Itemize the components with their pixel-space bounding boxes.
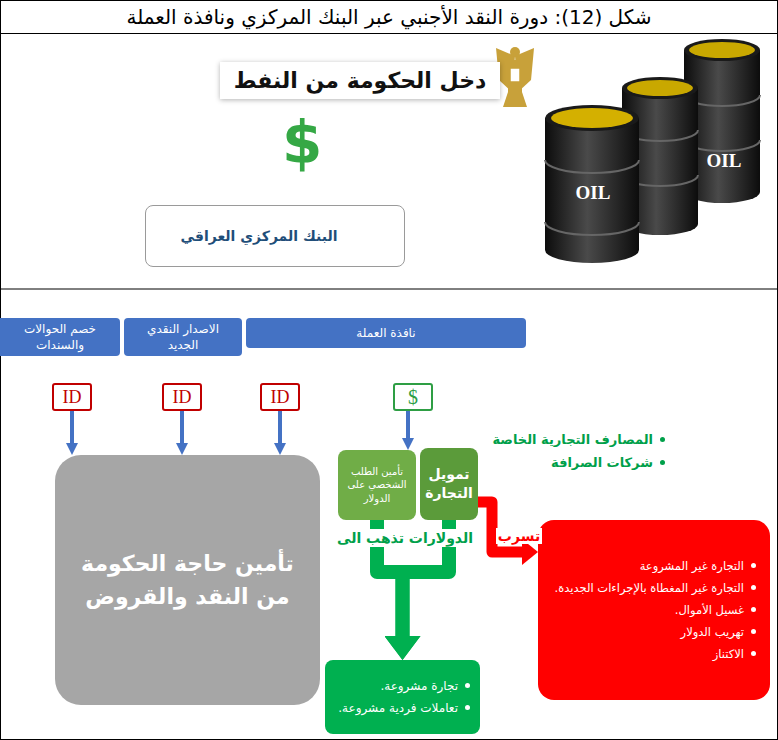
bullet-row: التجارة غير المشروعة [552,559,756,573]
bullet-dot [751,607,756,612]
bullet-row: تعاملات فردية مشروعة. [335,701,470,715]
bullet-note: شركات الصرافة [551,455,665,470]
bullet-row: تجارة مشروعة. [335,679,470,693]
node-text: دخل الحكومة من النفط [234,68,487,93]
currency-box: ID [52,383,92,411]
flow-arrow [278,411,282,443]
legit-box: تجارة مشروعة. تعاملات فردية مشروعة. [325,660,480,734]
oil-barrel [545,105,639,263]
bullet-dot [751,629,756,634]
flow-arrow [180,411,184,443]
channel-bar: خصم الحوالات والسندات [0,318,120,356]
flow-arrow [406,411,410,438]
node-text: خصم الحوالات والسندات [6,321,114,353]
node-text: ID [164,387,200,408]
bullet-row: التجارة غير المغطاة بالإجراءات الجديدة. [552,581,756,595]
node-text: تأمين حاجة الحكومة من النقد والقروض [69,547,306,613]
bullet-text: التجارة غير المغطاة بالإجراءات الجديدة. [555,581,744,595]
trade-box: تمويل التجارة [420,448,478,520]
bullet-dot [751,563,756,568]
bullet-text: تهريب الدولار [681,625,744,639]
emblem [496,47,534,107]
government-box: تأمين حاجة الحكومة من النقد والقروض [55,455,320,705]
bullet-text: غسيل الأموال. [675,603,744,617]
node-text: $ [395,386,431,409]
bullet-dot [660,460,665,465]
bullet-text: التجارة غير المشروعة [640,559,744,573]
flow-note: الدولارات تذهب الى [333,529,477,547]
bullet-text: الاكتناز [713,647,744,661]
dollar-symbol: $ [282,114,322,172]
bullet-note: المصارف التجارية الخاصة [492,432,665,447]
channel-bar: نافذة العملة [246,318,526,348]
bullet-row: تهريب الدولار [552,625,756,639]
barrel-label: OIL [707,150,742,172]
currency-box: $ [393,383,433,411]
node-text: ID [54,387,90,408]
separator-line [0,289,778,290]
node-text: تأمين الطلب الشخصي على الدولار [342,465,412,506]
bullet-text: تعاملات فردية مشروعة. [338,701,458,715]
bullet-row: الاكتناز [552,647,756,661]
currency-box: ID [162,383,202,411]
edge-label: تسرب [496,528,542,544]
leak-box: التجارة غير المشروعة التجارة غير المغطاة … [538,520,770,700]
bullet-dot [751,585,756,590]
bullet-text: تجارة مشروعة. [380,679,458,693]
source-box: دخل الحكومة من النفط [220,62,501,99]
bullet-dot [465,683,470,688]
bullet-dot [660,437,665,442]
demand-box: تأمين الطلب الشخصي على الدولار [338,450,416,520]
currency-box: ID [260,383,300,411]
flow-arrow [70,411,74,443]
bullet-dot [751,651,756,656]
figure-title: شكل (12): دورة النقد الأجنبي عبر البنك ا… [0,0,778,34]
label-text: شركات الصرافة [551,455,653,470]
bank-box: البنك المركزي العراقي [145,205,405,267]
channel-bar: الاصدار النقدي الجديد [124,318,242,356]
barrel-label: OIL [576,182,611,204]
node-text: تمويل التجارة [423,465,475,503]
node-text: الاصدار النقدي الجديد [130,321,236,353]
label-text: المصارف التجارية الخاصة [492,432,653,447]
bullet-dot [465,705,470,710]
node-text: نافذة العملة [252,325,520,341]
node-text: ID [262,387,298,408]
node-text: البنك المركزي العراقي [156,228,362,244]
bullet-row: غسيل الأموال. [552,603,756,617]
